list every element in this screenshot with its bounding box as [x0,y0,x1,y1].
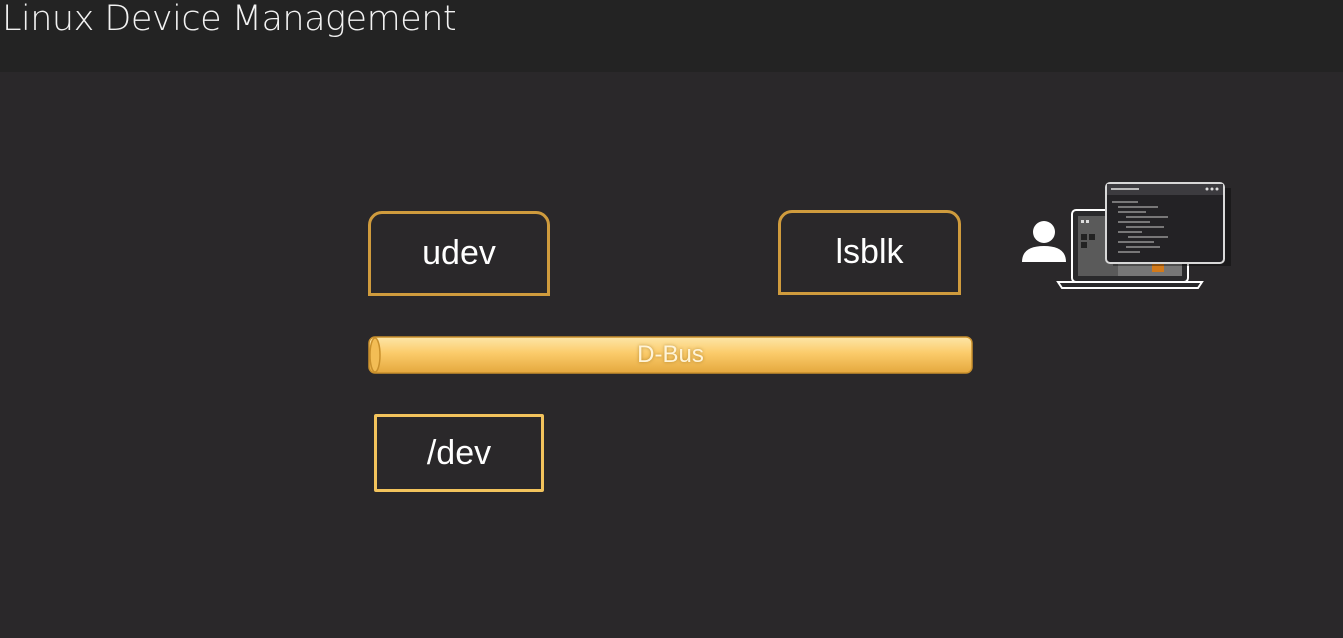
admin-illustration-graphic [1022,182,1231,289]
admin-illustration [1018,180,1240,295]
lsblk-box: lsblk [778,210,961,295]
dbus-label: D-Bus [637,341,704,368]
title-bar: Linux Device Management [0,0,1343,72]
dbus-pipe-shape [368,336,973,374]
slide-title: Linux Device Management [2,0,457,39]
udev-box: udev [368,211,550,296]
lsblk-label: lsblk [835,233,904,271]
user-icon [1022,221,1066,262]
dbus-pipe: D-Bus [368,336,973,374]
dev-box: /dev [374,414,544,492]
dev-label: /dev [426,433,492,472]
udev-label: udev [422,234,496,272]
terminal-window-icon [1105,182,1231,266]
